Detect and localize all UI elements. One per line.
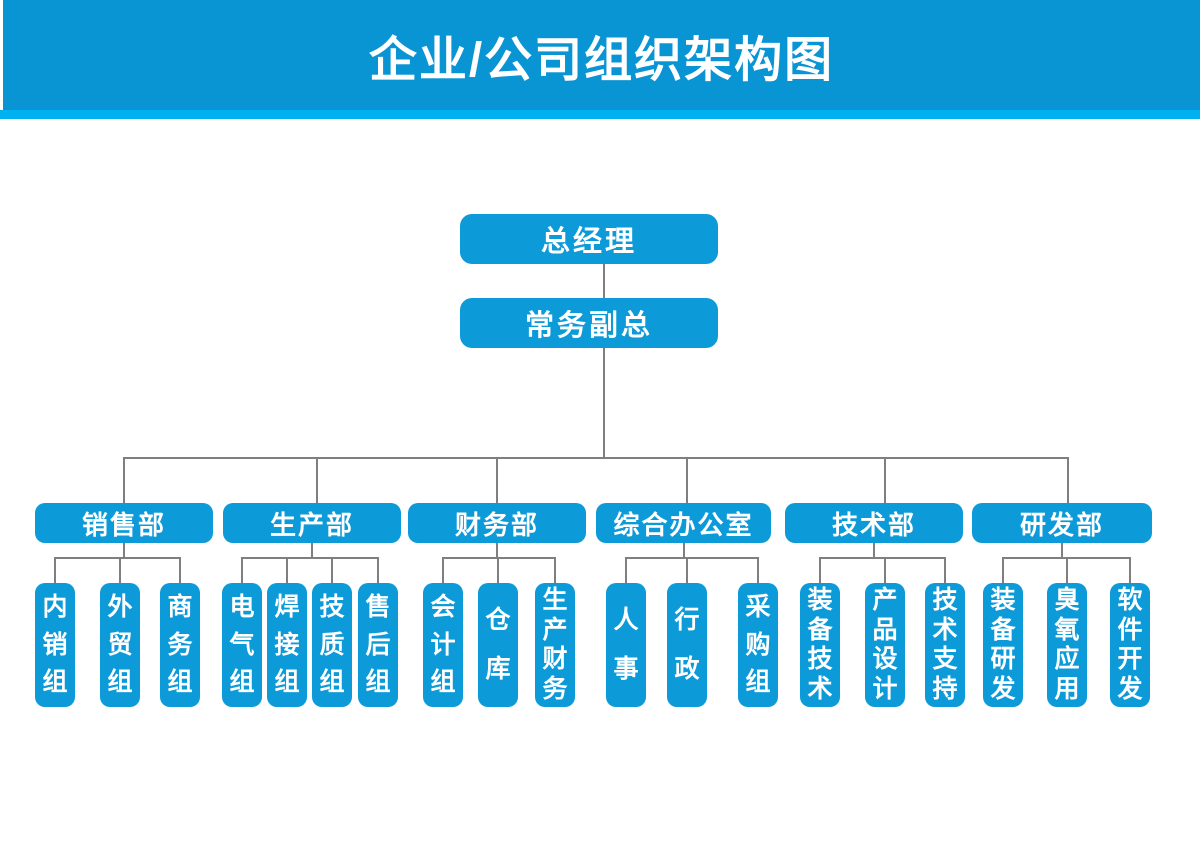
node-group-domestic-sales: 内销组: [35, 583, 75, 707]
node-dept-sales: 销售部: [35, 503, 213, 543]
node-group-business: 商务组: [160, 583, 200, 707]
node-dept-production: 生产部: [223, 503, 401, 543]
node-group-equipment-rnd: 装备研发: [983, 583, 1023, 707]
node-group-admin: 行政: [667, 583, 707, 707]
node-group-welding: 焊接组: [267, 583, 307, 707]
node-group-production-finance: 生产财务: [535, 583, 575, 707]
node-group-software-dev: 软件开发: [1110, 583, 1150, 707]
node-group-purchasing: 采购组: [738, 583, 778, 707]
header-banner: 企业/公司组织架构图: [3, 0, 1200, 110]
node-group-equipment-tech: 装备技术: [800, 583, 840, 707]
page-title: 企业/公司组织架构图: [368, 34, 835, 87]
header-accent-strip: [0, 110, 1200, 119]
node-group-electrical: 电气组: [222, 583, 262, 707]
node-dept-office: 综合办公室: [596, 503, 771, 543]
node-group-accounting: 会计组: [423, 583, 463, 707]
node-group-foreign-trade: 外贸组: [100, 583, 140, 707]
node-group-after-sales: 售后组: [358, 583, 398, 707]
node-executive-deputy: 常务副总: [460, 298, 718, 348]
node-general-manager: 总经理: [460, 214, 718, 264]
node-dept-rnd: 研发部: [972, 503, 1152, 543]
node-group-hr: 人事: [606, 583, 646, 707]
node-group-warehouse: 仓库: [478, 583, 518, 707]
node-dept-finance: 财务部: [408, 503, 586, 543]
node-group-tech-support: 技术支持: [925, 583, 965, 707]
node-group-ozone-app: 臭氧应用: [1047, 583, 1087, 707]
node-group-quality: 技质组: [312, 583, 352, 707]
node-dept-technology: 技术部: [785, 503, 963, 543]
node-group-product-design: 产品设计: [865, 583, 905, 707]
